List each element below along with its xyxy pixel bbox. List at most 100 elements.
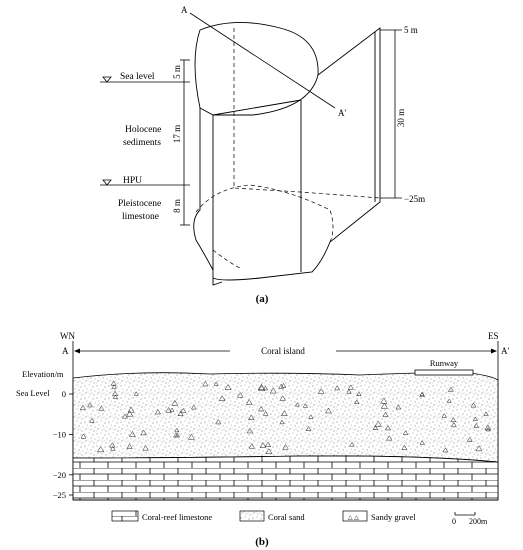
panel-b: WN ES A A' Coral island Elevation/m Sea … [16,331,509,548]
gravel-mark-icon [349,441,355,447]
gravel-mark-icon [262,410,269,416]
sediments-label: sediments [123,138,161,148]
gravel-mark-icon [97,445,105,453]
legend-coral-sand: Coral sand [268,512,305,522]
panel-a: A A' Sea level HPU Holocene sediments Pl… [100,5,425,305]
coral-sand-layer [72,372,499,463]
coral-reef-limestone-layer [72,455,499,501]
axis-tick-label: −25 [53,490,66,500]
gravel-mark-icon [473,422,480,428]
gravel-mark-icon [224,384,232,390]
gravel-mark-icon [111,384,117,389]
gravel-mark-icon [279,419,285,425]
arrow-left-icon [74,348,80,354]
pleistocene-label: Pleistocene [118,199,161,209]
elevation-label: Elevation/m [22,369,64,379]
gravel-mark-icon [98,405,105,411]
gravel-mark-icon [177,410,184,416]
gravel-mark-icon [441,413,447,418]
gravel-mark-icon [258,406,265,412]
block-outline [194,22,319,116]
gravel-mark-icon [356,391,362,396]
gravel-mark-icon [305,426,312,431]
legend-swatch-limestone [111,510,139,522]
gravel-mark-icon [89,417,95,423]
gravel-mark-icon [128,430,136,437]
gravel-mark-icon [483,411,489,416]
legend: Coral-reef limestone Coral sand △ △ Sand… [111,510,488,526]
gravel-mark-icon [442,447,449,453]
gravel-mark-icon [308,414,314,419]
top-elevation: 5 m [404,25,418,35]
legend-limestone: Coral-reef limestone [142,512,212,522]
gravel-mark-icon [347,384,354,390]
gravel-mark-icon [154,409,162,415]
gravel-mark-icon [472,416,478,421]
gravel-mark-icon [110,445,116,451]
gravel-mark-icon [247,414,255,421]
gravel-mark-icon [346,389,352,394]
gravel-mark-icon [372,425,379,430]
gravel-mark-icon [142,445,149,451]
dim-8m: 8 m [172,199,182,213]
dim-30m: 30 m [396,109,406,127]
gravel-glyph: △ △ [348,515,359,521]
gravel-mark-icon [79,404,87,411]
bottom-elevation: −25m [404,194,425,204]
gravel-mark-icon [248,443,255,449]
limestone-label: limestone [122,212,159,222]
holocene-label: Holocene [125,125,161,135]
scale-zero: 0 [452,517,456,526]
gravel-mark-icon [171,399,179,406]
gravel-mark-icon [180,407,187,414]
gravel-mark-icon [334,385,341,391]
panel-a-label: (a) [256,293,269,305]
gravel-mark-icon [279,395,286,401]
coral-island-label: Coral island [261,346,305,356]
gravel-mark-icon [140,429,147,436]
dim-17m: 17 m [172,125,182,143]
gravel-mark-icon [485,426,491,432]
gravel-mark-icon [80,433,87,439]
gravel-mark-icon [127,406,135,413]
sea-level-label: Sea level [120,72,155,82]
gravel-mark-icon [215,418,222,425]
gravel-mark-icon [257,383,265,390]
legend-swatch-sandy-gravel [342,510,368,522]
legend-sandy-gravel: Sandy gravel [371,512,416,522]
sea-level-b-label: Sea Level [16,388,50,398]
gravel-mark-icon [484,424,492,431]
gravel-mark-icon [259,442,267,448]
gravel-mark-icon [112,394,119,399]
gravel-mark-icon [282,443,289,450]
gravel-mark-icon [237,391,244,398]
gravel-mark-icon [269,387,277,394]
gravel-mark-icon [380,402,388,409]
axis-tick-label: 0 [62,389,66,399]
gravel-mark-icon [384,424,392,431]
gravel-mark-icon [202,380,209,387]
gravel-mark-icon [446,398,452,403]
dim-5m: 5 m [172,65,182,79]
gravel-mark-icon [190,404,197,410]
gravel-mark-icon [317,388,325,394]
gravel-mark-icon [386,435,393,441]
gravel-mark-icon [280,410,288,416]
gravel-mark-icon [302,403,309,408]
panel-b-label: (b) [255,536,269,548]
gravel-mark-icon [419,440,425,445]
gravel-mark-icon [126,443,133,449]
gravel-mark-icon [87,402,93,408]
gravel-mark-icon [475,445,483,452]
gravel-mark-icon [450,417,457,423]
section-A: A [62,346,69,356]
hpu-label: HPU [123,176,142,186]
gravel-mark-icon [354,399,360,405]
runway-label: Runway [430,358,459,368]
direction-left: WN [60,331,75,341]
arrow-right-icon [491,348,497,354]
gravel-mark-icon [187,433,195,440]
gravel-mark-icon [165,407,172,413]
section-A-prime: A' [501,346,509,356]
